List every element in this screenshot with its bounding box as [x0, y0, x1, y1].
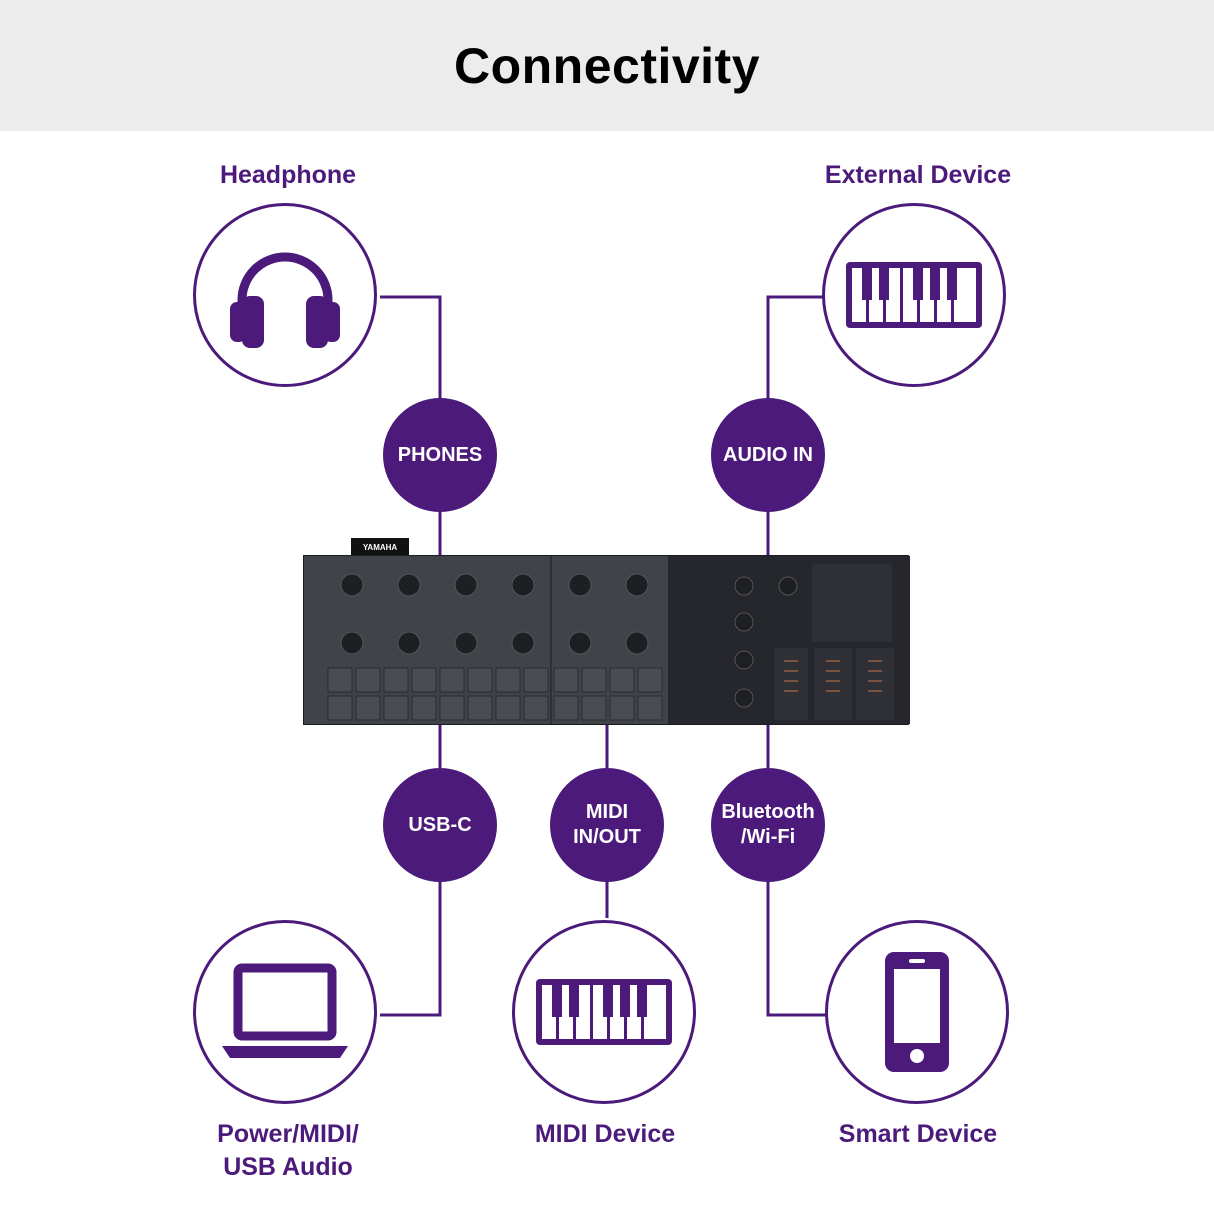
smartphone-icon [885, 952, 949, 1072]
smart-device-ring [825, 920, 1009, 1104]
line-usbc-bottom [380, 880, 442, 1017]
computer-ring [193, 920, 377, 1104]
headphone-label: Headphone [219, 161, 357, 189]
line-audio-top [766, 295, 833, 400]
external-device-label: External Device [824, 161, 1012, 189]
port-usbc: USB-C [383, 768, 497, 882]
line-phones-top [380, 295, 442, 400]
page-title: Connectivity [453, 37, 761, 94]
headphone-ring [193, 203, 377, 387]
computer-label: Power/MIDI/ USB Audio [217, 1120, 359, 1181]
keyboard-icon [846, 262, 982, 328]
port-audio-in: AUDIO IN [711, 398, 825, 512]
external-device-ring [822, 203, 1006, 387]
header: Connectivity [0, 0, 1214, 131]
headphone-icon [230, 252, 340, 348]
line-bt-bottom [766, 880, 830, 1017]
smart-device-label: Smart Device [838, 1120, 998, 1148]
midi-keyboard-icon [536, 979, 672, 1045]
laptop-icon [222, 963, 348, 1058]
port-midi: MIDI IN/OUT [550, 768, 664, 882]
sequencer-device [303, 555, 910, 725]
device-brand-tag: YAMAHA [351, 538, 409, 556]
midi-device-ring [512, 920, 696, 1104]
device-controls [327, 564, 894, 721]
port-phones: PHONES [383, 398, 497, 512]
port-bluetooth: Bluetooth /Wi-Fi [711, 768, 825, 882]
midi-device-label: MIDI Device [534, 1120, 676, 1148]
